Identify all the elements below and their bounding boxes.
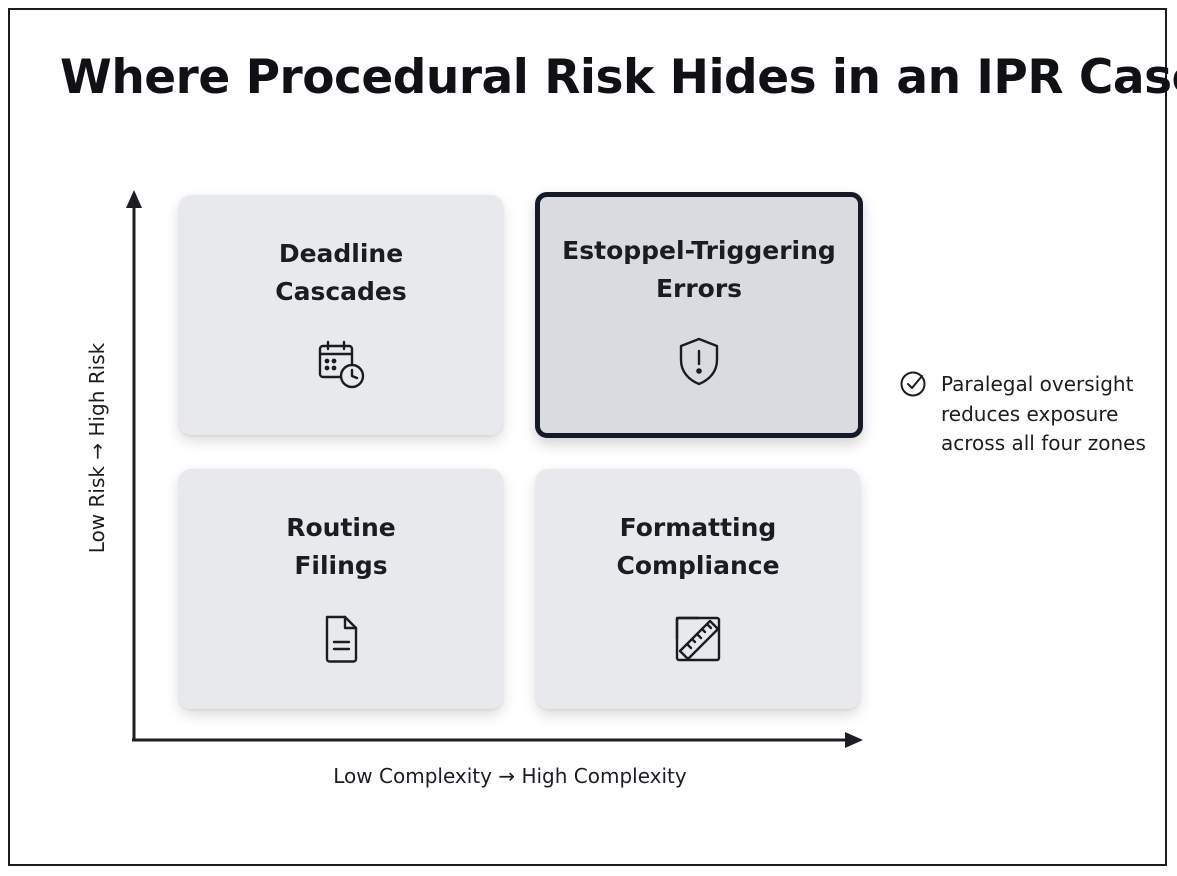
calendar-clock-icon xyxy=(318,340,365,389)
quadrant-title-line: Formatting xyxy=(619,513,777,542)
quadrant-title: Estoppel-Triggering Errors xyxy=(540,232,858,308)
quadrant-title-line: Cascades xyxy=(275,277,407,306)
shield-alert-icon xyxy=(679,337,719,386)
quadrant-title: Routine Filings xyxy=(179,509,503,585)
quadrant-deadline-cascades: Deadline Cascades xyxy=(179,195,503,435)
check-circle-icon xyxy=(900,371,926,397)
quadrant-title-line: Estoppel-Triggering xyxy=(562,236,836,265)
y-axis-label: Low Risk → High Risk xyxy=(85,342,109,554)
quadrant-title-line: Errors xyxy=(655,274,743,303)
quadrant-title-line: Filings xyxy=(294,551,388,580)
quadrant-title: Deadline Cascades xyxy=(179,235,503,311)
quadrant-title-line: Deadline xyxy=(278,239,404,268)
quadrant-formatting-compliance: Formatting Compliance xyxy=(536,469,860,709)
x-axis-label: Low Complexity → High Complexity xyxy=(333,764,687,788)
quadrant-estoppel-triggering-errors: Estoppel-Triggering Errors xyxy=(535,192,863,438)
note-text: Paralegal oversight reduces exposure acr… xyxy=(941,372,1146,455)
quadrant-title-line: Routine xyxy=(286,513,396,542)
page-title: Where Procedural Risk Hides in an IPR Ca… xyxy=(60,50,1177,105)
quadrant-routine-filings: Routine Filings xyxy=(179,469,503,709)
quadrant-title: Formatting Compliance xyxy=(536,509,860,585)
document-icon xyxy=(325,615,358,663)
ruler-icon xyxy=(675,616,721,662)
quadrant-title-line: Compliance xyxy=(616,551,780,580)
